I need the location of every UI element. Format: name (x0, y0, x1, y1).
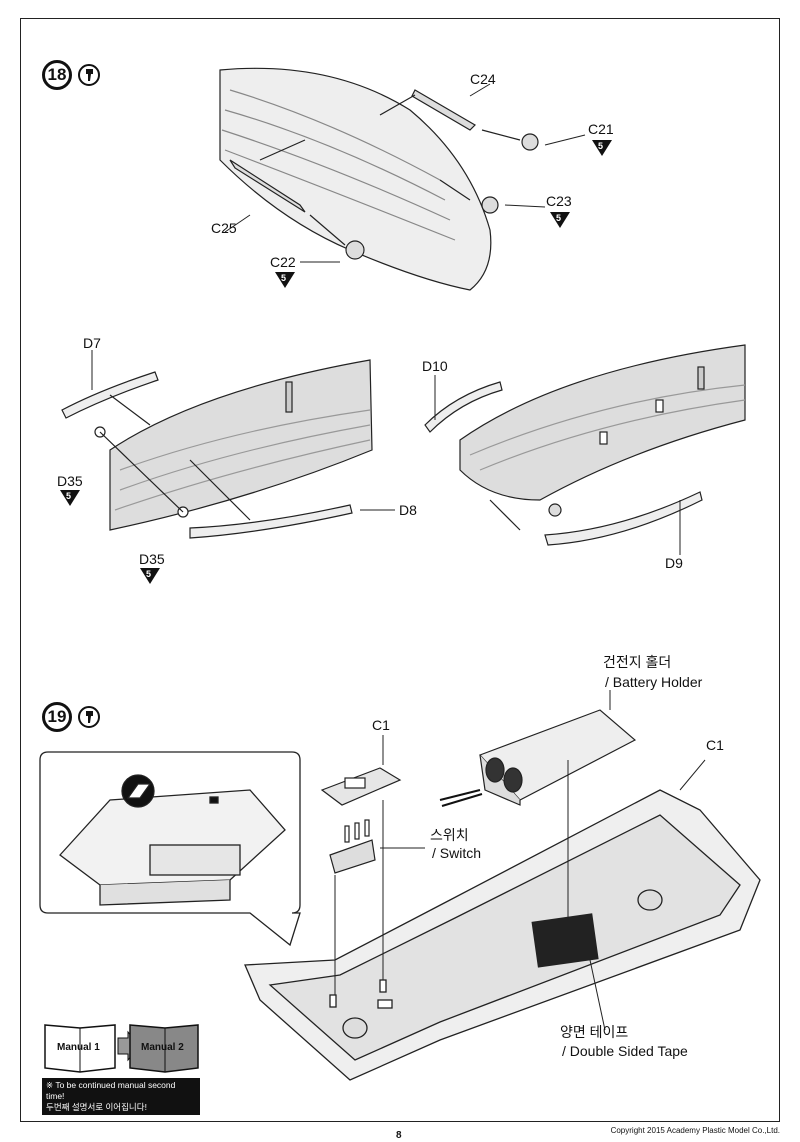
sprue-mark: 5 (60, 490, 80, 506)
switch-drawing (320, 767, 402, 874)
part-label: C23 (546, 193, 572, 209)
step-number: 18 (42, 60, 72, 90)
step-19-header: 19 (42, 702, 100, 732)
note-line-en: ※ To be continued manual second time! (46, 1080, 176, 1101)
part-label-c1: C1 (372, 717, 390, 733)
step-18-header: 18 (42, 60, 100, 90)
switch-label-ko: 스위치 (430, 827, 469, 843)
battery-holder-label-ko: 건전지 홀더 (603, 654, 672, 670)
part-label: C25 (211, 220, 237, 236)
tape-label-en: / Double Sided Tape (562, 1043, 688, 1059)
tape-label-ko: 양면 테이프 (560, 1024, 629, 1040)
part-label: C22 (270, 254, 296, 270)
page-number: 8 (396, 1130, 402, 1141)
part-label: C24 (470, 71, 496, 87)
sprue-mark: 5 (140, 568, 160, 584)
manual-continue-note: ※ To be continued manual second time! 두번… (42, 1078, 200, 1115)
battery-tray-drawing (244, 789, 761, 1081)
part-label: D10 (422, 358, 448, 374)
part-label-c1: C1 (706, 737, 724, 753)
manual-2-label: Manual 2 (141, 1042, 184, 1053)
part-label: D9 (665, 555, 683, 571)
step-number: 19 (42, 702, 72, 732)
part-label: D35 (139, 551, 165, 567)
note-line-ko: 두번째 설명서로 이어집니다! (46, 1102, 147, 1112)
stern-hull-drawing (219, 67, 539, 291)
page-frame (20, 18, 780, 1122)
leader-lines (91, 83, 706, 1031)
switch-label-en: / Switch (432, 845, 482, 861)
bow-hull-right-drawing (424, 344, 746, 546)
glue-icon (78, 706, 100, 728)
sprue-mark: 5 (550, 212, 570, 228)
battery-holder-label-en: / Battery Holder (605, 674, 703, 690)
part-label: D7 (83, 335, 101, 351)
sprue-mark: 5 (275, 272, 295, 288)
inset-callout-drawing (39, 751, 301, 947)
manual-1-label: Manual 1 (57, 1042, 100, 1053)
part-label: D35 (57, 473, 83, 489)
glue-icon (78, 64, 100, 86)
part-label: C21 (588, 121, 614, 137)
bow-hull-left-drawing (61, 359, 373, 539)
battery-holder-drawing (439, 709, 637, 807)
sprue-mark: 5 (592, 140, 612, 156)
part-label: D8 (399, 502, 417, 518)
copyright-text: Copyright 2015 Academy Plastic Model Co.… (610, 1126, 780, 1135)
